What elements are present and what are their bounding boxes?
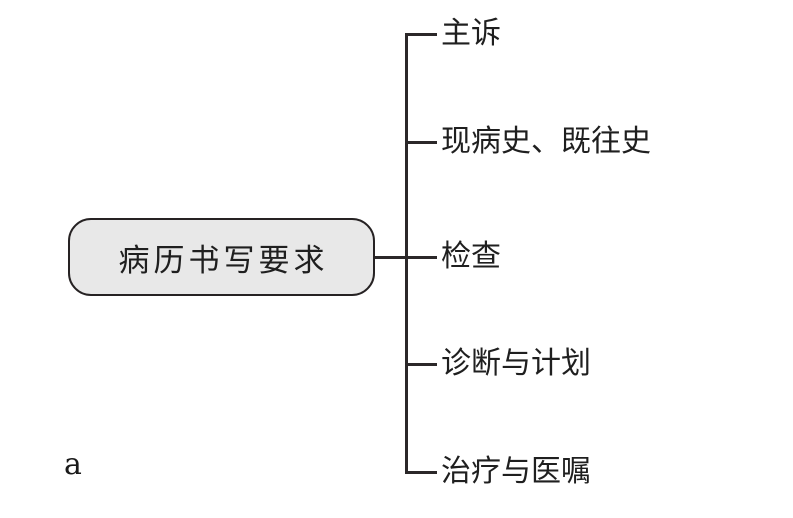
figure-sublabel: a [64, 447, 82, 482]
branch-label-treatment-orders: 治疗与医嘱 [441, 455, 591, 488]
branch-tick [405, 256, 437, 259]
branch-tick [405, 363, 437, 366]
branch-label-examination: 检查 [441, 240, 501, 273]
branch-tick [405, 33, 437, 36]
branch-label-history: 现病史、既往史 [441, 125, 651, 158]
root-node: 病历书写要求 [68, 218, 375, 296]
branch-tick [405, 471, 437, 474]
branch-label-chief-complaint: 主诉 [441, 17, 501, 50]
branch-tick [405, 141, 437, 144]
branch-label-diagnosis-plan: 诊断与计划 [441, 347, 591, 380]
root-node-label: 病历书写要求 [118, 242, 329, 278]
trunk-line [405, 33, 408, 474]
